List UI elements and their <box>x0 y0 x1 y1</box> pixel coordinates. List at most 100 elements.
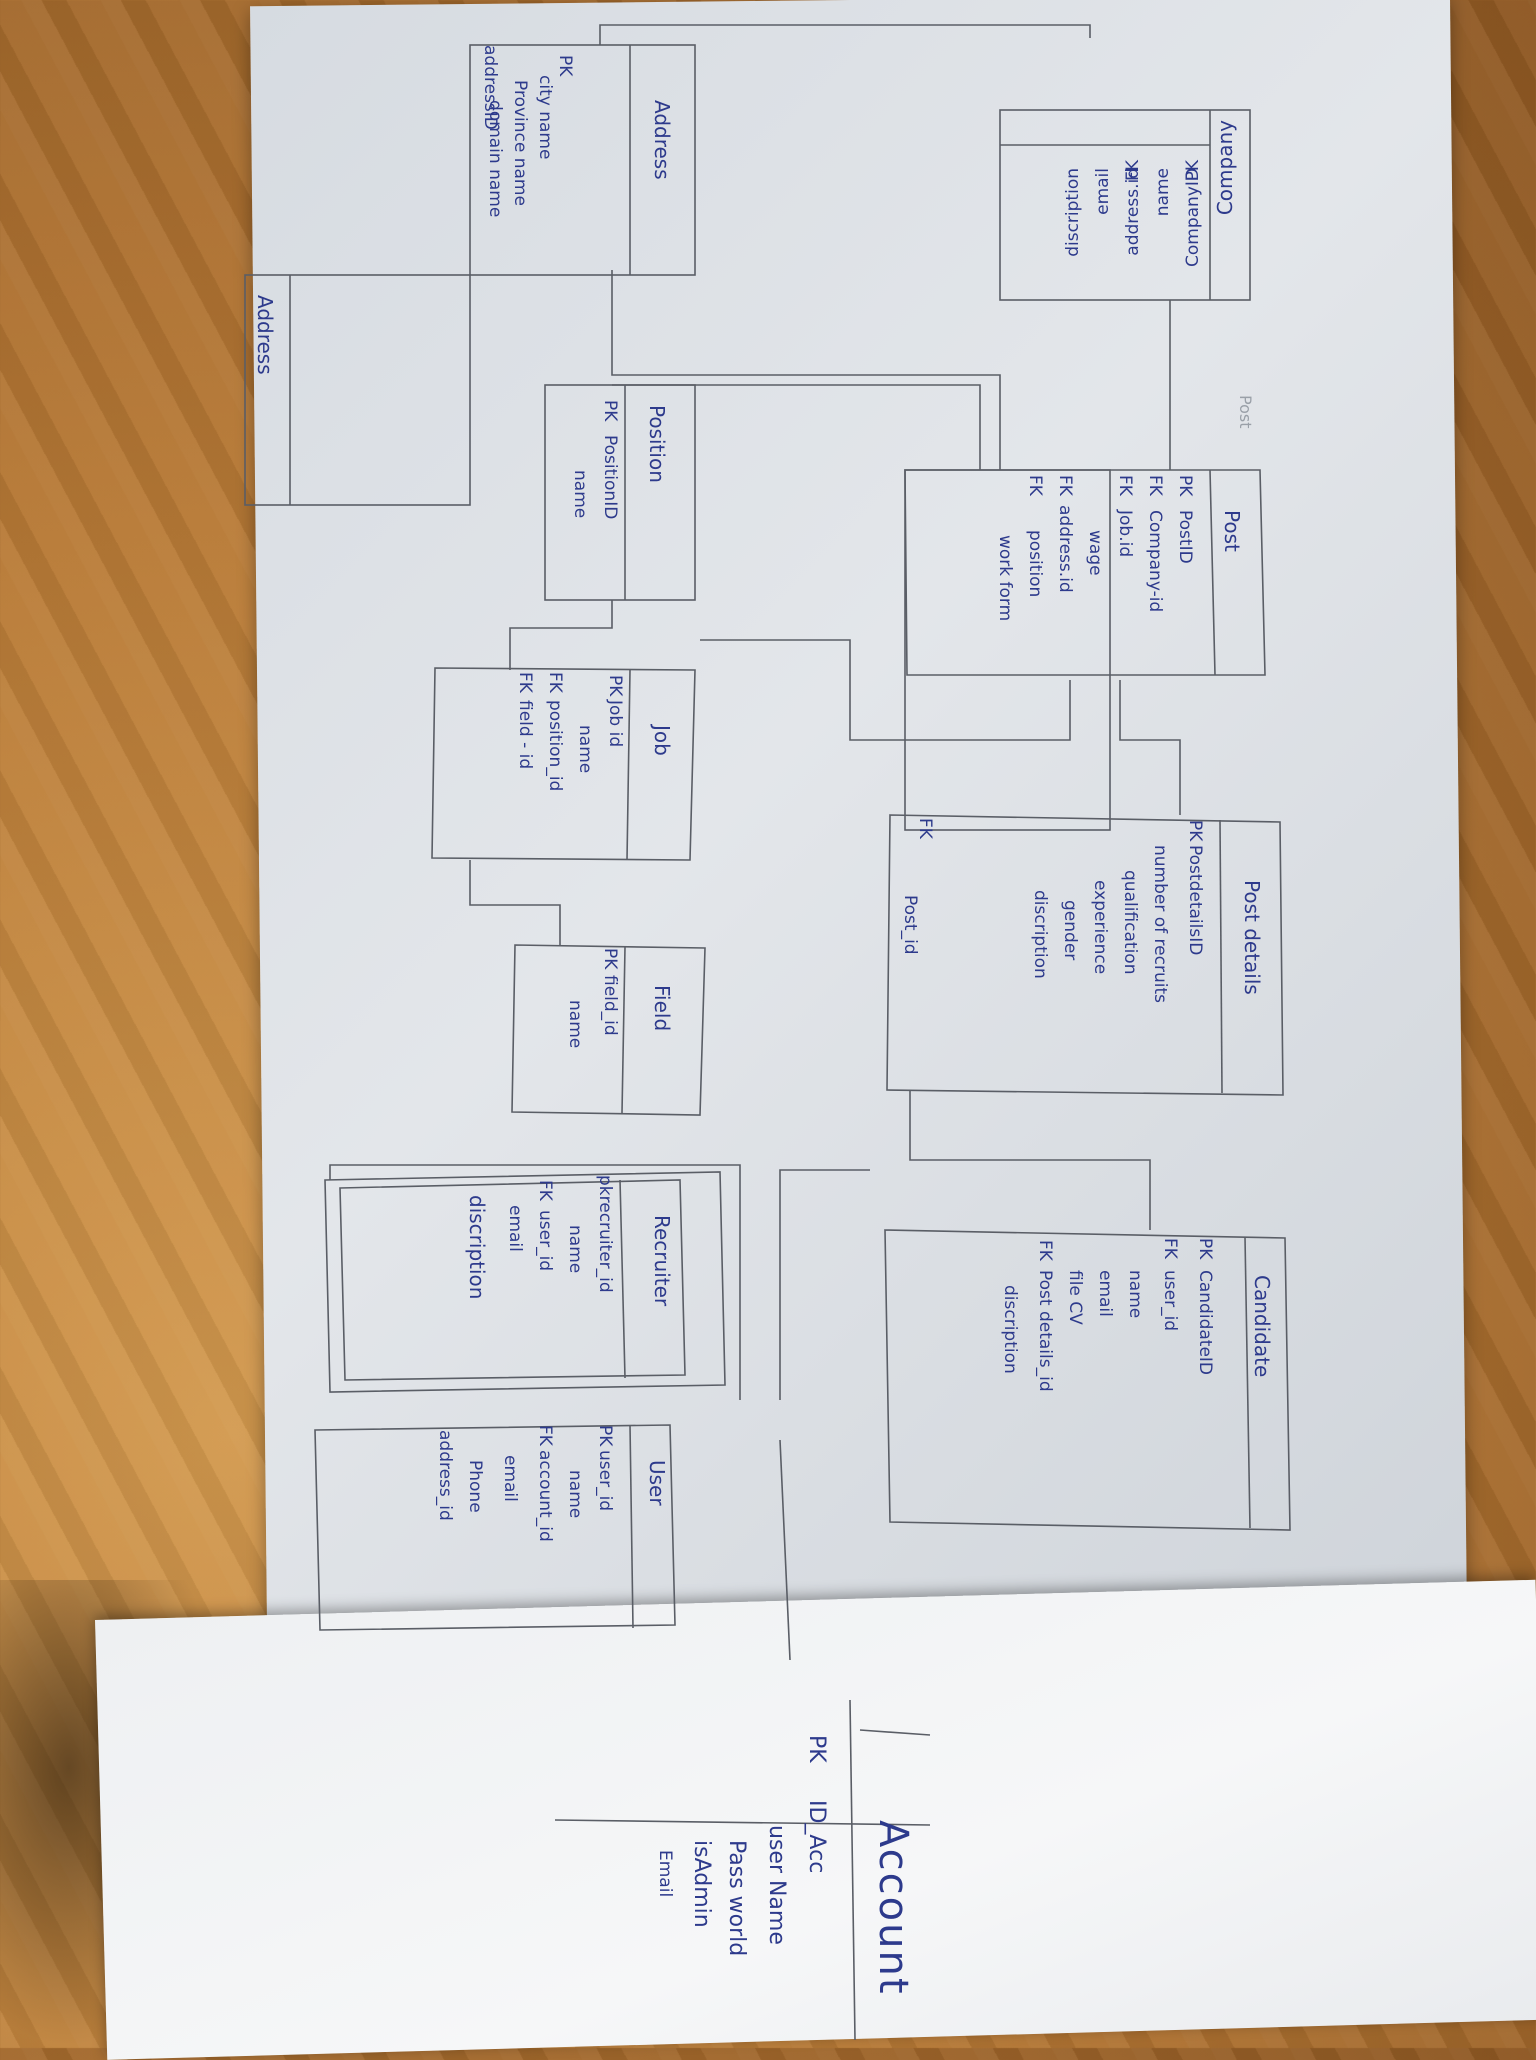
field-row-0-key: PK <box>600 948 620 970</box>
postdetails-title: Post details <box>1240 880 1264 995</box>
account-row-2: Pass world <box>724 1840 749 1956</box>
post-row-1-key: FK <box>1145 475 1165 497</box>
candidate-row-3: email <box>1095 1270 1115 1317</box>
position-row-1: name <box>570 470 590 518</box>
line-address-post <box>611 270 1001 470</box>
postdetails-frame <box>886 814 1284 1096</box>
post-row-1: Company-id <box>1145 510 1165 612</box>
recruiter-inner-frame <box>339 1179 686 1381</box>
post-row-5-key: FK <box>1025 475 1045 497</box>
candidate-row-5-key: FK <box>1035 1240 1055 1262</box>
line-recruiter-user <box>329 1164 741 1400</box>
user-title: User <box>645 1460 669 1506</box>
field-title: Field <box>650 985 674 1031</box>
line-post-job <box>700 639 1071 741</box>
position-row-0: PositionID <box>600 435 620 519</box>
job-row-3-key: FK <box>515 672 535 694</box>
user-row-3: email <box>500 1455 520 1502</box>
line-user-account <box>779 1439 791 1661</box>
position-title: Position <box>645 405 669 483</box>
company-row-1-text: name <box>1153 168 1173 216</box>
line-company-address <box>599 24 1091 45</box>
candidate-row-0: CandidateID <box>1195 1270 1215 1375</box>
company-title: Company <box>1213 120 1237 215</box>
candidate-row-2: name <box>1125 1270 1145 1318</box>
position-row-0-key: PK <box>600 400 620 422</box>
recruiter-frame <box>324 1171 726 1393</box>
postdetails-row-2: qualification <box>1120 870 1140 974</box>
postdetails-row-4: gender <box>1060 900 1080 960</box>
post-faint-label: Post <box>1236 395 1255 428</box>
candidate-row-0-key: PK <box>1195 1238 1215 1260</box>
field-row-1: name <box>565 1000 585 1048</box>
address-box <box>469 44 696 276</box>
candidate-row-4: file CV <box>1065 1270 1085 1325</box>
relationship-lines <box>329 24 1181 1661</box>
user-row-1: name <box>565 1470 585 1518</box>
company-row-3-text: email <box>1093 168 1113 215</box>
candidate-row-5: Post details_id <box>1035 1270 1055 1392</box>
user-row-0: user_id <box>595 1450 615 1511</box>
entity-address-text: addressID PK city name Province name dom… <box>480 45 674 217</box>
line-postdetails-candidate <box>909 1090 1151 1230</box>
candidate-title: Candidate <box>1250 1275 1274 1377</box>
recruiter-title: Recruiter <box>650 1215 674 1307</box>
post-row-3: wage <box>1085 530 1105 576</box>
job-row-3: field - id <box>515 700 535 769</box>
post-row-0: PostID <box>1175 510 1195 564</box>
post-row-2: Job.id <box>1115 509 1135 557</box>
postdetails-row-5: discription <box>1030 890 1050 979</box>
postdetails-row-6-key: FK <box>915 818 935 840</box>
line-position-job <box>509 600 613 670</box>
job-title: Job <box>650 723 674 756</box>
postdetails-row-3: experience <box>1090 880 1110 974</box>
candidate-row-1-key: FK <box>1160 1238 1180 1260</box>
post-row-4: address.id <box>1055 505 1075 593</box>
post-frame <box>904 469 1266 676</box>
address-row-3: domain name <box>485 100 505 217</box>
job-row-2: position_id <box>545 700 565 791</box>
company-row-0-key: PK <box>1183 159 1203 181</box>
job-row-0-key: PK <box>605 675 625 697</box>
user-row-2: account_id <box>535 1450 555 1542</box>
address-title-text: Address <box>650 100 674 180</box>
candidate-frame <box>884 1229 1291 1531</box>
post-row-0-key: PK <box>1175 475 1195 497</box>
account-row-1: user Name <box>764 1825 789 1945</box>
candidate-row-6: discription <box>1000 1285 1020 1374</box>
job-row-1: name <box>575 725 595 773</box>
account-row-3: isAdmin <box>689 1840 714 1928</box>
entity-company: Company PK CompanyID name FK address.id … <box>999 109 1251 301</box>
account-title: Account <box>870 1820 916 1996</box>
user-row-5: address_id <box>435 1430 455 1521</box>
line-post-postdetails <box>1119 680 1181 815</box>
address-row-1: city name <box>535 75 555 159</box>
post-row-2-key: FK <box>1115 475 1135 497</box>
recruiter-row-4: discription <box>465 1195 489 1299</box>
recruiter-row-1: name <box>565 1225 585 1273</box>
line-job-field <box>469 860 561 945</box>
job-row-2-key: FK <box>545 672 565 694</box>
user-frame <box>314 1424 676 1631</box>
postdetails-row-6: Post_id <box>900 895 920 955</box>
job-row-0: Job id <box>605 699 625 747</box>
post-row-6: work form <box>995 535 1015 621</box>
user-row-2-key: FK <box>535 1425 555 1447</box>
position-box <box>544 384 696 601</box>
company-row-2-key: FK <box>1123 159 1143 181</box>
job-frame <box>431 667 696 861</box>
user-row-4: Phone <box>465 1460 485 1513</box>
recruiter-row-3: email <box>505 1205 525 1252</box>
post-row-4-key: FK <box>1055 475 1075 497</box>
field-frame <box>511 944 706 1116</box>
post-row-5: position <box>1025 530 1045 597</box>
address-row-0-key: PK <box>555 55 575 77</box>
line-position-post <box>612 384 981 470</box>
post-title: Post <box>1220 510 1244 552</box>
account-row-4: Email <box>655 1850 675 1897</box>
address-row-0: addressID <box>480 45 500 130</box>
postdetails-row-0: PostdetailsID <box>1185 845 1205 955</box>
recruiter-row-2: user_id <box>535 1210 555 1271</box>
